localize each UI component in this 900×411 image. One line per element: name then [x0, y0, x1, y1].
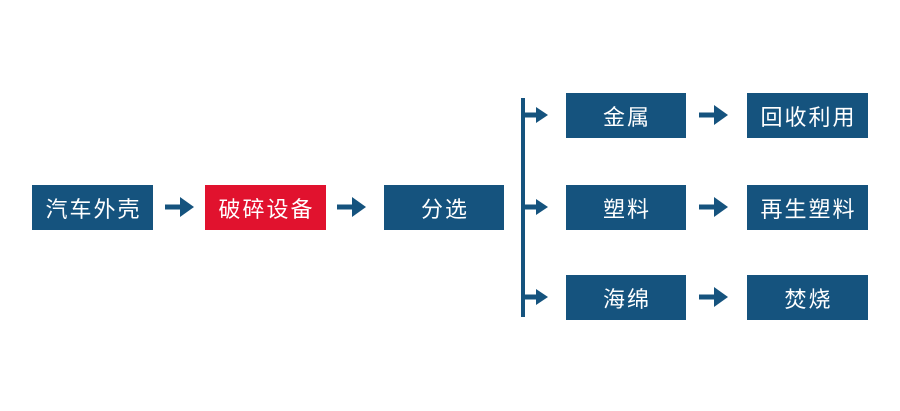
node-plastic: 塑料: [566, 185, 686, 230]
node-metal: 金属: [566, 93, 686, 138]
branch-arrow-icon: [525, 289, 548, 305]
flow-arrow-icon: [337, 197, 366, 217]
node-sorting: 分选: [384, 185, 504, 230]
node-recycling: 回收利用: [747, 93, 868, 138]
node-car-shell: 汽车外壳: [32, 185, 153, 230]
flow-arrow-icon: [699, 105, 728, 125]
branch-arrow-icon: [525, 199, 548, 215]
branch-arrow-icon: [525, 107, 548, 123]
node-incineration: 焚烧: [747, 275, 868, 320]
node-recycled-plastic: 再生塑料: [747, 185, 868, 230]
node-sponge: 海绵: [566, 275, 686, 320]
branch-connector-line: [521, 98, 525, 317]
flow-arrow-icon: [165, 197, 194, 217]
node-crusher: 破碎设备: [205, 185, 326, 230]
flow-arrow-icon: [699, 197, 728, 217]
flow-arrow-icon: [699, 287, 728, 307]
